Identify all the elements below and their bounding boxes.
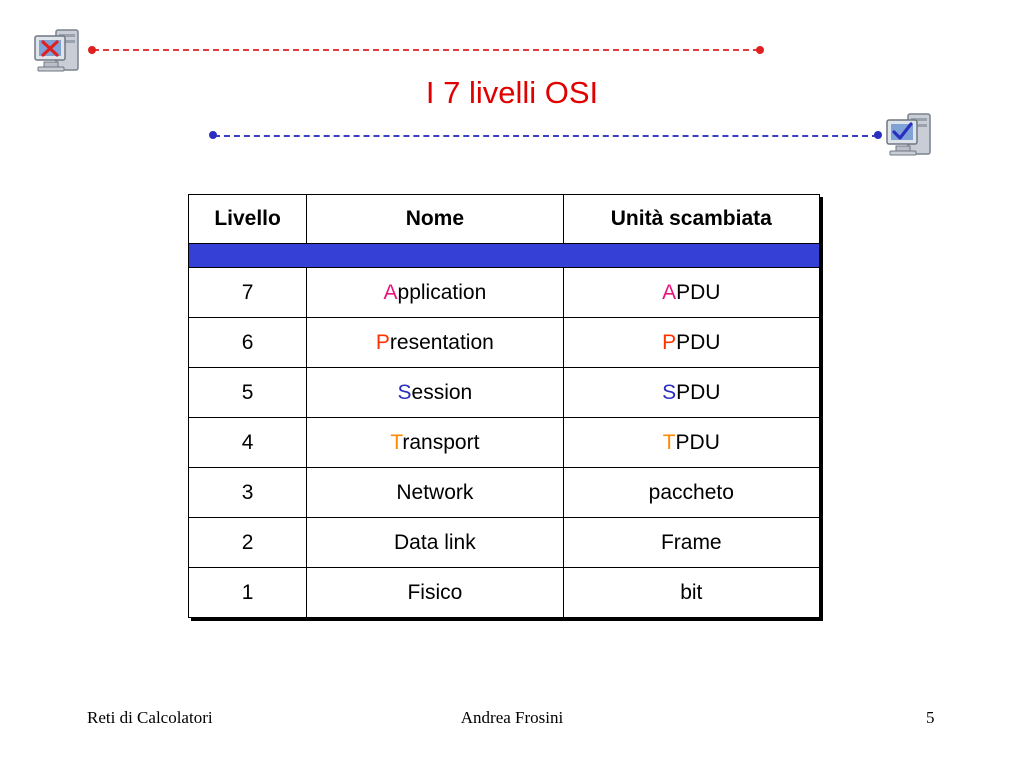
unit-rest: PDU [675, 430, 720, 454]
name-rest: Data link [394, 530, 476, 554]
slide-title: I 7 livelli OSI [425, 75, 599, 110]
unit-cell: bit [562, 567, 821, 618]
unit-rest: Frame [660, 530, 722, 554]
separator-band-cell [188, 243, 820, 268]
unit-rest: PDU [676, 380, 721, 404]
unit-cell: TPDU [562, 417, 821, 468]
bottom-dashed-connector [214, 135, 878, 137]
unit-rest: PDU [676, 330, 721, 354]
table-header-row: Livello Nome Unità scambiata [187, 194, 821, 244]
header-level: Livello [187, 194, 308, 244]
unit-rest: paccheto [648, 480, 734, 504]
level-cell: 5 [187, 367, 308, 418]
name-cell: Data link [306, 517, 564, 568]
name-rest: resentation [389, 330, 494, 354]
name-rest: Network [396, 480, 474, 504]
name-cell: Presentation [306, 317, 564, 368]
unit-initial: P [662, 330, 677, 354]
table-row: 4 Transport TPDU [187, 417, 821, 468]
bottom-connector-end-dot [874, 131, 882, 139]
unit-rest: PDU [676, 280, 721, 304]
unit-initial: A [662, 280, 677, 304]
osi-levels-table: Livello Nome Unità scambiata 7 Applicati… [187, 194, 821, 618]
computer-error-icon [34, 29, 79, 72]
table-row: 7 Application APDU [187, 267, 821, 318]
name-initial: T [390, 430, 403, 454]
bottom-connector-start-dot [209, 131, 217, 139]
footer-author: Andrea Frosini [460, 708, 564, 727]
name-rest: pplication [397, 280, 487, 304]
unit-cell: SPDU [562, 367, 821, 418]
table-row: 1 Fisico bit [187, 567, 821, 618]
header-separator-band [188, 243, 820, 268]
name-initial: P [375, 330, 390, 354]
header-unit: Unità scambiata [562, 194, 821, 244]
level-cell: 3 [187, 467, 308, 518]
name-cell: Session [306, 367, 564, 418]
unit-rest: bit [680, 580, 703, 604]
top-connector-start-dot [88, 46, 96, 54]
name-initial: A [383, 280, 398, 304]
level-cell: 1 [187, 567, 308, 618]
header-name: Nome [306, 194, 564, 244]
computer-check-icon [886, 113, 931, 156]
unit-cell: PPDU [562, 317, 821, 368]
unit-cell: Frame [562, 517, 821, 568]
footer-course-name: Reti di Calcolatori [87, 708, 213, 727]
table-row: 2 Data link Frame [187, 517, 821, 568]
name-cell: Application [306, 267, 564, 318]
level-cell: 2 [187, 517, 308, 568]
table-row: 3 Network paccheto [187, 467, 821, 518]
footer-page-number: 5 [926, 708, 935, 727]
table-row: 5 Session SPDU [187, 367, 821, 418]
unit-initial: T [662, 430, 676, 454]
level-cell: 4 [187, 417, 308, 468]
top-dashed-connector [93, 49, 759, 51]
name-rest: ransport [402, 430, 480, 454]
level-cell: 7 [187, 267, 308, 318]
name-cell: Transport [306, 417, 564, 468]
unit-cell: paccheto [562, 467, 821, 518]
top-connector-end-dot [756, 46, 764, 54]
name-cell: Fisico [306, 567, 564, 618]
name-rest: Fisico [407, 580, 463, 604]
level-cell: 6 [187, 317, 308, 368]
name-rest: ession [411, 380, 473, 404]
unit-initial: S [662, 380, 677, 404]
table-row: 6 Presentation PPDU [187, 317, 821, 368]
unit-cell: APDU [562, 267, 821, 318]
name-cell: Network [306, 467, 564, 518]
name-initial: S [397, 380, 412, 404]
